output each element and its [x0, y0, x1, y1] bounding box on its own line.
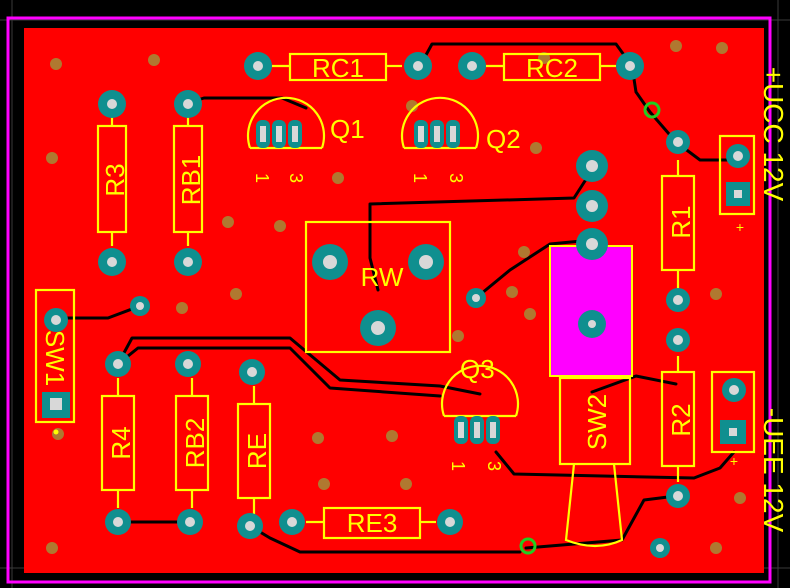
label-r4: R4: [106, 426, 136, 459]
vee-label: -UEE 12V: [758, 408, 789, 533]
vee-plus-mark: +: [730, 453, 738, 469]
q2-pin1-mark: 1: [410, 173, 430, 183]
q3-pin3-mark: 3: [484, 461, 504, 471]
label-rb2: RB2: [180, 418, 210, 469]
label-re: RE: [242, 433, 272, 469]
q1-pin3-mark: 3: [286, 173, 306, 183]
label-re3: RE3: [347, 508, 398, 538]
label-q2: Q2: [486, 124, 521, 154]
vcc-label: +UCC 12V: [758, 67, 789, 202]
board-outline: [6, 16, 772, 584]
vcc-plus-mark: +: [736, 219, 744, 235]
q3-pin1-mark: 1: [448, 461, 468, 471]
label-rb1: RB1: [176, 155, 206, 206]
label-rw: RW: [361, 262, 404, 292]
q2-pin3-mark: 3: [446, 173, 466, 183]
test-points: [519, 101, 661, 555]
pads: [42, 52, 750, 558]
label-sw2: SW2: [582, 394, 612, 450]
silkscreen: [34, 52, 756, 548]
q1-pin1-mark: 1: [252, 173, 272, 183]
sw1-pin1-dot: [53, 429, 59, 435]
label-q1: Q1: [330, 114, 365, 144]
label-r2: R2: [666, 403, 696, 436]
label-rc2: RC2: [526, 53, 578, 83]
vias: [46, 40, 746, 554]
label-sw1: SW1: [40, 330, 70, 386]
label-r3: R3: [100, 163, 130, 196]
label-q3: Q3: [460, 354, 495, 384]
label-rc1: RC1: [312, 53, 364, 83]
sw2-mount-hole-center: [588, 320, 596, 328]
label-r1: R1: [666, 205, 696, 238]
